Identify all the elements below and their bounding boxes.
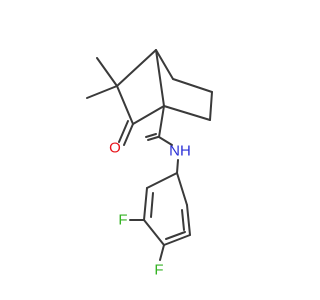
- bond: [132, 105, 165, 125]
- bond: [186, 204, 191, 236]
- bonds: [86, 49, 213, 261]
- nitrogen-label: NH: [169, 143, 191, 160]
- bond: [163, 234, 191, 246]
- bond: [159, 244, 165, 261]
- bond: [158, 136, 173, 146]
- bond: [96, 57, 118, 87]
- bond: [163, 105, 211, 121]
- oxygen-label: O: [109, 140, 121, 157]
- bond: [86, 85, 118, 99]
- bond: [172, 78, 213, 93]
- bond: [146, 172, 178, 189]
- atom-labels: O NH F F: [109, 140, 191, 279]
- bond: [176, 172, 188, 206]
- bond: [165, 231, 186, 240]
- bond: [176, 159, 179, 174]
- fluorine-label-meta: F: [118, 212, 127, 229]
- bond: [118, 120, 129, 143]
- bond: [143, 219, 165, 246]
- bond: [150, 192, 154, 218]
- bond: [123, 123, 134, 146]
- bond: [209, 91, 213, 121]
- bond: [116, 85, 134, 125]
- bond: [143, 187, 148, 221]
- bond: [145, 133, 157, 138]
- structure-diagram: O NH F F: [86, 49, 213, 279]
- fluorine-label-para: F: [154, 262, 163, 279]
- bond: [155, 49, 174, 80]
- molecule-canvas: O NH F F: [86, 49, 213, 279]
- bond: [181, 209, 185, 231]
- bond: [116, 49, 157, 87]
- bond: [147, 136, 159, 141]
- bond: [155, 49, 165, 107]
- bond: [158, 105, 165, 138]
